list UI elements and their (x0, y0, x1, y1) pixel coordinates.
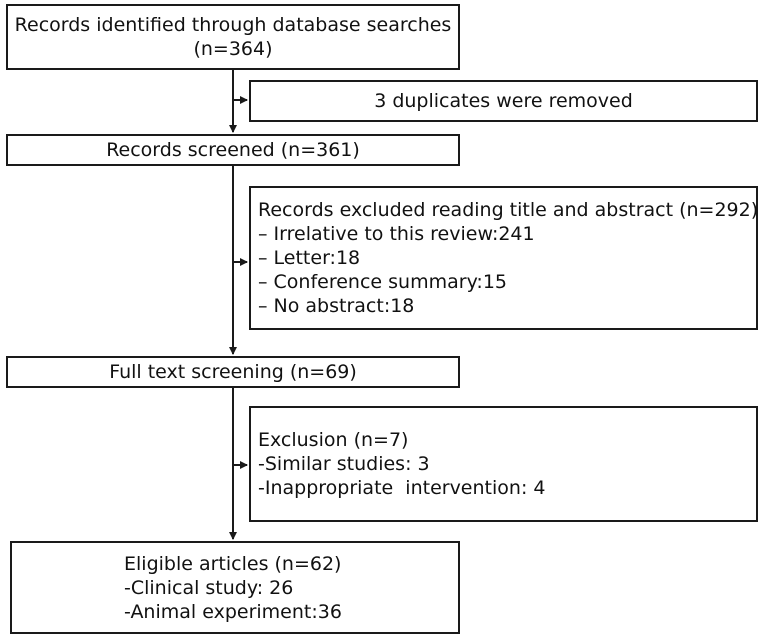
eligible-item: -Clinical study: 26 (124, 576, 294, 599)
box-duplicates-removed: 3 duplicates were removed (249, 80, 758, 122)
exclusion-item: -Similar studies: 3 (258, 453, 430, 475)
exclusion-title: Exclusion (n=7) (258, 429, 409, 451)
excluded-item: – Conference summary:15 (258, 271, 508, 293)
excluded-title: Records excluded reading title and abstr… (258, 199, 759, 221)
eligible-title: Eligible articles (n=62) (124, 552, 342, 575)
box-records-screened: Records screened (n=361) (6, 134, 460, 166)
box-records-excluded: Records excluded reading title and abstr… (249, 186, 758, 330)
box-records-identified: Records identified through database sear… (6, 4, 460, 70)
full-text-text: Full text screening (n=69) (109, 361, 357, 383)
box-exclusion: Exclusion (n=7) -Similar studies: 3 -Ina… (249, 406, 758, 522)
duplicates-text: 3 duplicates were removed (374, 90, 633, 112)
eligible-item: -Animal experiment:36 (124, 600, 342, 623)
identified-line2: (n=364) (193, 38, 273, 60)
excluded-item: – Irrelative to this review:241 (258, 223, 535, 245)
identified-line1: Records identified through database sear… (14, 14, 452, 36)
box-full-text-screening: Full text screening (n=69) (6, 356, 460, 388)
box-eligible-articles: Eligible articles (n=62) -Clinical study… (10, 541, 460, 634)
excluded-item: – No abstract:18 (258, 295, 415, 317)
excluded-item: – Letter:18 (258, 247, 361, 269)
exclusion-item: -Inappropriate intervention: 4 (258, 477, 546, 499)
screened-text: Records screened (n=361) (106, 139, 360, 161)
